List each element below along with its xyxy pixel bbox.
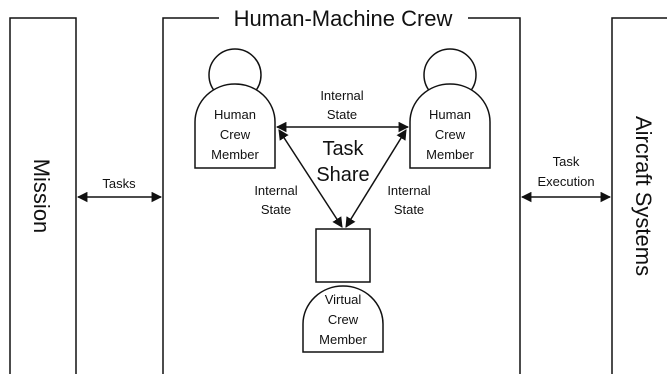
task-share-line1: Task: [322, 138, 364, 160]
top-link-line1: Internal: [320, 88, 363, 103]
crew-frame-title: Human-Machine Crew: [234, 6, 453, 31]
left-link-line1: Internal: [254, 183, 297, 198]
mission-label: Mission: [29, 159, 54, 234]
execution-line1: Task: [553, 154, 580, 169]
human-crew-left-body: [194, 83, 276, 169]
human-crew-left-line1: Human: [214, 107, 256, 122]
virtual-crew-body: [302, 285, 384, 353]
virtual-crew-line3: Member: [319, 332, 367, 347]
arrow-human-left-virtual: [278, 129, 343, 228]
right-link-line1: Internal: [387, 183, 430, 198]
top-link-line2: State: [327, 107, 357, 122]
human-crew-right-line2: Crew: [435, 127, 466, 142]
mission-panel: [9, 17, 77, 374]
arrow-human-right-virtual: [345, 129, 407, 228]
aircraft-systems-panel: [611, 17, 667, 374]
crew-frame-right: [468, 17, 521, 374]
crew-frame-left: [162, 17, 219, 374]
human-crew-left-line3: Member: [211, 147, 259, 162]
human-crew-left-line2: Crew: [220, 127, 251, 142]
aircraft-systems-label: Aircraft Systems: [631, 116, 656, 276]
left-link-line2: State: [261, 202, 291, 217]
right-link-line2: State: [394, 202, 424, 217]
human-crew-right-line1: Human: [429, 107, 471, 122]
virtual-crew-line1: Virtual: [325, 292, 362, 307]
human-crew-right-body: [409, 83, 491, 169]
virtual-crew-head-icon: [315, 228, 371, 283]
tasks-label: Tasks: [102, 176, 136, 191]
virtual-crew-line2: Crew: [328, 312, 359, 327]
human-crew-right-line3: Member: [426, 147, 474, 162]
execution-line2: Execution: [537, 174, 594, 189]
task-share-line2: Share: [316, 164, 369, 186]
